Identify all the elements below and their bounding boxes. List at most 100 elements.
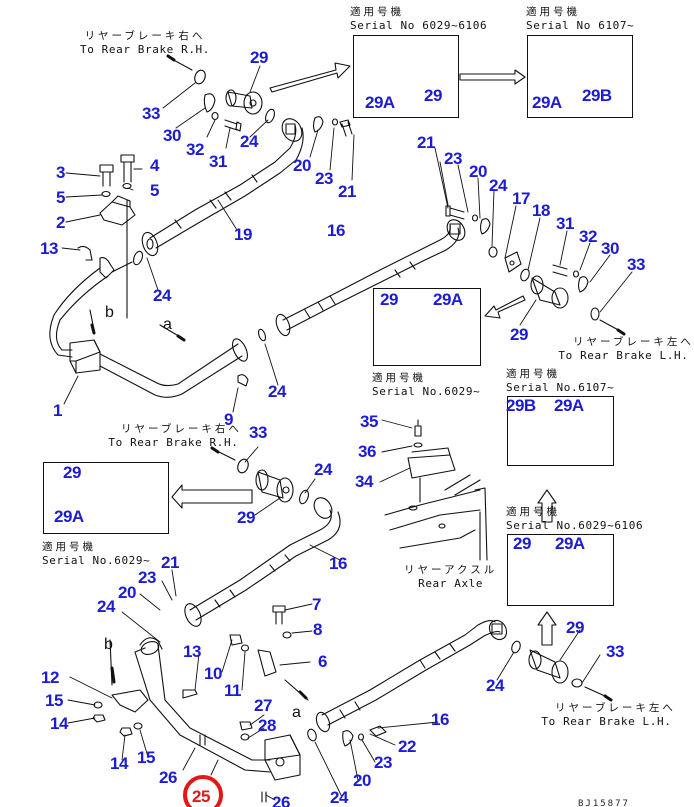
callout-23: 23 (444, 149, 462, 168)
note-jp: リヤーアクスル (404, 564, 498, 576)
callout-22: 22 (398, 737, 416, 756)
note-jp: リヤーブレーキ右へ (84, 30, 206, 42)
note-jp: リヤーブレーキ左へ (555, 702, 676, 714)
callout-14: 14 (110, 754, 128, 773)
callout-20: 20 (118, 583, 136, 602)
inset-right-upper (507, 396, 614, 466)
callout-23: 23 (315, 169, 333, 188)
callout-26: 26 (272, 793, 290, 807)
note-en: To Rear Brake R.H. (80, 43, 211, 56)
callout-10: 10 (204, 664, 222, 683)
note-rear-axle: リヤーアクスル Rear Axle (404, 564, 497, 590)
serial-text: Serial No.6107~ (506, 381, 615, 394)
callout-23: 23 (138, 568, 156, 587)
serial-label-top-2: 適用号機 Serial No 6107~ (526, 6, 634, 32)
callout-6: 6 (318, 652, 327, 671)
callout-29A: 29A (554, 396, 584, 415)
callout-15: 15 (45, 691, 63, 710)
serial-label-top-1: 適用号機 Serial No 6029~6106 (350, 6, 487, 32)
callout-24: 24 (268, 382, 286, 401)
arrow-right-top (269, 62, 351, 93)
callout-21: 21 (161, 553, 179, 572)
callout-13: 13 (183, 642, 201, 661)
note-en: Rear Axle (418, 577, 484, 590)
serial-text: Serial No.6029~ (42, 554, 151, 567)
serial-jp: 適用号機 (372, 372, 426, 384)
callout-29A: 29A (433, 290, 463, 309)
callout-2: 2 (56, 213, 65, 232)
callout-29: 29 (237, 508, 255, 527)
note-en: To Rear Brake L.H. (541, 715, 672, 728)
callout-28: 28 (258, 716, 276, 735)
callout-33: 33 (606, 642, 624, 661)
callout-16: 16 (329, 554, 347, 573)
serial-jp: 適用号機 (506, 506, 560, 518)
callout-29: 29 (63, 463, 81, 482)
callout-29A: 29A (54, 507, 84, 526)
callout-32: 32 (186, 140, 204, 159)
callout-20: 20 (353, 771, 371, 790)
callout-26: 26 (159, 768, 177, 787)
callout-29: 29 (510, 325, 528, 344)
serial-jp: 適用号機 (506, 368, 560, 380)
callout-18: 18 (532, 201, 550, 220)
callout-33: 33 (627, 255, 645, 274)
callout-24: 24 (97, 597, 115, 616)
callout-31: 31 (209, 152, 227, 171)
callout-35: 35 (360, 412, 378, 431)
serial-jp: 適用号機 (350, 6, 404, 18)
callout-25-highlighted: 25 (192, 787, 210, 806)
note-to-rear-brake-rh-mid: リヤーブレーキ右へ To Rear Brake R.H. (105, 423, 242, 449)
callout-31: 31 (556, 214, 574, 233)
callout-33: 33 (142, 104, 160, 123)
inset-right-mid (373, 288, 481, 366)
serial-text: Serial No 6029~6106 (350, 19, 488, 32)
rear-axle (384, 419, 488, 561)
inset-top-1 (353, 35, 459, 118)
callout-29A: 29A (365, 93, 395, 112)
callout-29A: 29A (532, 93, 562, 112)
callout-33: 33 (249, 423, 267, 442)
fasteners-right-row (445, 205, 626, 336)
serial-label-right-lower: 適用号機 Serial No.6029~6106 (506, 506, 643, 532)
callout-29: 29 (250, 48, 268, 67)
arrow-left-mid (171, 484, 253, 509)
callout-16: 16 (327, 221, 345, 240)
note-to-rear-brake-lh-upper: リヤーブレーキ左へ To Rear Brake L.H. (553, 336, 694, 362)
serial-label-right-upper: 適用号機 Serial No.6107~ (506, 368, 614, 394)
marker-a-upper: a (163, 316, 173, 333)
serial-jp: 適用号機 (526, 6, 580, 18)
hose-16-lower-left (184, 497, 341, 627)
inset-right-lower (507, 534, 614, 606)
marker-b-lower: b (104, 636, 114, 653)
leader-lines (61, 65, 633, 801)
hose-16-center (275, 219, 466, 337)
callout-20: 20 (469, 162, 487, 181)
marker-a-lower: a (292, 704, 302, 721)
serial-text: Serial No.6029~ (372, 385, 481, 398)
callout-34: 34 (355, 472, 373, 491)
callout-24: 24 (489, 176, 507, 195)
callout-9: 9 (224, 410, 233, 429)
callout-19: 19 (234, 225, 252, 244)
callout-3: 3 (56, 163, 65, 182)
fasteners-top-mid (312, 116, 353, 137)
callout-20: 20 (293, 156, 311, 175)
serial-label-right-mid: 適用号機 Serial No.6029~ (372, 372, 480, 398)
callout-29B: 29B (582, 86, 612, 105)
serial-jp: 適用号機 (42, 541, 96, 553)
serial-text: Serial No.6029~6106 (506, 519, 644, 532)
hose-19 (141, 118, 304, 257)
callout-14: 14 (50, 714, 68, 733)
note-to-rear-brake-rh-top: リヤーブレーキ右へ To Rear Brake R.H. (80, 30, 210, 56)
note-en: To Rear Brake L.H. (558, 349, 689, 362)
pipe-1 (49, 245, 267, 398)
callout-24: 24 (314, 460, 332, 479)
callout-16: 16 (431, 710, 449, 729)
fitting-29-mid (210, 446, 310, 505)
callout-29A: 29A (555, 534, 585, 553)
note-en: To Rear Brake R.H. (108, 436, 239, 449)
note-to-rear-brake-lh-lower: リヤーブレーキ左へ To Rear Brake L.H. (537, 702, 676, 728)
callout-29: 29 (380, 290, 398, 309)
